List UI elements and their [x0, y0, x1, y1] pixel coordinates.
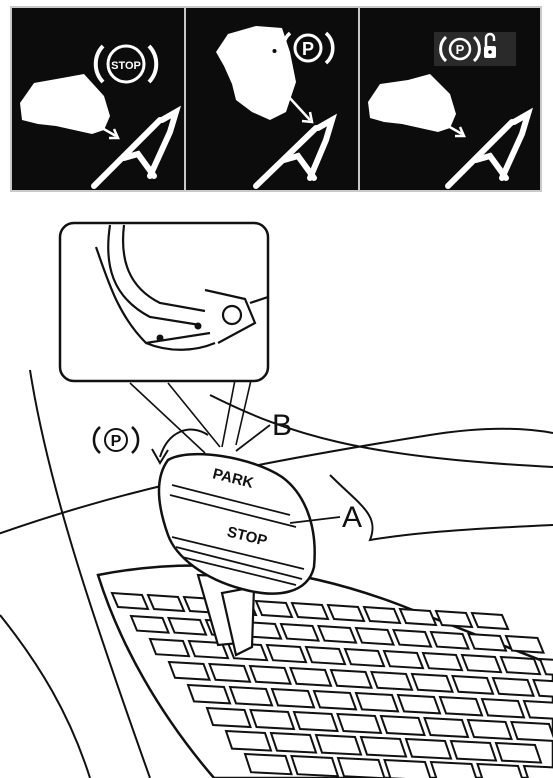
mat-cell: [188, 685, 230, 703]
mat-cell: [169, 662, 210, 680]
mat-cell: [394, 630, 432, 647]
mat-cell: [271, 733, 316, 753]
mat-cell: [256, 601, 292, 617]
arrow-down-icon: [288, 96, 312, 122]
park-symbol-label: P: [456, 42, 465, 57]
stop-symbol-icon: STOP: [96, 46, 156, 82]
mat-cell: [440, 697, 482, 715]
mat-cell: [131, 616, 169, 633]
instruction-strip: STOP: [10, 6, 542, 192]
mat-cell: [451, 741, 496, 761]
mat-cell: [506, 636, 544, 653]
mat-cell: [245, 754, 292, 774]
mat-cell: [496, 743, 541, 763]
mat-cell: [431, 762, 478, 778]
mat-cell: [384, 651, 423, 668]
mat-cell: [150, 639, 189, 656]
mat-cell: [478, 764, 525, 778]
mat-cell: [472, 613, 508, 629]
mat-cell: [372, 672, 413, 690]
mat-cell: [316, 735, 361, 755]
mat-cell: [412, 674, 453, 692]
mat-cell: [356, 693, 398, 711]
brake-pedal-icon: [448, 114, 528, 186]
mat-cell: [331, 670, 372, 688]
mat-cell: [328, 605, 364, 621]
detail-inset: [60, 223, 268, 381]
mat-cell: [338, 714, 382, 733]
mat-cell: [436, 611, 472, 627]
panel-park-unlock: P: [360, 8, 540, 190]
mat-cell: [314, 691, 356, 709]
mat-cell: [469, 634, 507, 651]
mat-cell: [292, 756, 339, 776]
mat-cell: [250, 666, 291, 684]
park-symbol-label: P: [302, 39, 314, 59]
mat-cell: [292, 603, 328, 619]
callout-a-label: A: [342, 501, 362, 534]
mat-cell: [524, 766, 553, 778]
mat-cell: [398, 695, 440, 713]
mat-cell: [319, 626, 357, 643]
callout-b: B: [236, 409, 292, 451]
mat-cell: [462, 655, 501, 672]
mat-cell: [501, 657, 540, 674]
mat-cell: [468, 720, 512, 739]
mat-cell: [112, 593, 148, 609]
mat-cell: [406, 739, 451, 759]
mat-cell: [210, 664, 251, 682]
mat-cell: [364, 607, 400, 623]
stop-symbol-label: STOP: [111, 60, 141, 72]
mat-cell: [381, 716, 425, 735]
mat-cell: [294, 712, 338, 731]
mat-cell: [423, 653, 462, 670]
mat-cell: [453, 676, 494, 694]
mat-cell: [361, 737, 406, 757]
mat-cell: [148, 595, 184, 611]
mat-cell: [385, 760, 432, 778]
brake-pedal-icon: [256, 120, 332, 186]
pedal-diagram: PARK STOP P B A: [0, 195, 553, 778]
mat-cell: [345, 649, 384, 666]
panel-stop: STOP: [12, 8, 184, 190]
mat-cell: [251, 710, 295, 729]
mat-cell: [400, 609, 436, 625]
mat-cell: [281, 624, 319, 641]
park-symbol-label: P: [111, 433, 122, 450]
mat-cell: [431, 632, 469, 649]
mat-cell: [169, 618, 207, 635]
park-symbol-icon: P: [94, 427, 138, 453]
mat-cell: [356, 628, 394, 645]
mat-cell: [230, 687, 272, 705]
mat-cell: [207, 708, 251, 727]
mat-cell: [267, 645, 306, 662]
mat-cell: [493, 678, 534, 696]
mat-cell: [306, 647, 345, 664]
floor-mat: [98, 565, 553, 778]
mat-cell: [272, 689, 314, 707]
mat-cell: [425, 718, 469, 737]
mat-cell: [291, 668, 332, 686]
mat-cell: [338, 758, 385, 778]
mat-cell: [226, 731, 271, 751]
mat-cell: [482, 699, 524, 717]
callout-b-label: B: [272, 409, 292, 442]
panel-lock-park: P: [186, 8, 358, 190]
mat-cell: [512, 722, 553, 741]
